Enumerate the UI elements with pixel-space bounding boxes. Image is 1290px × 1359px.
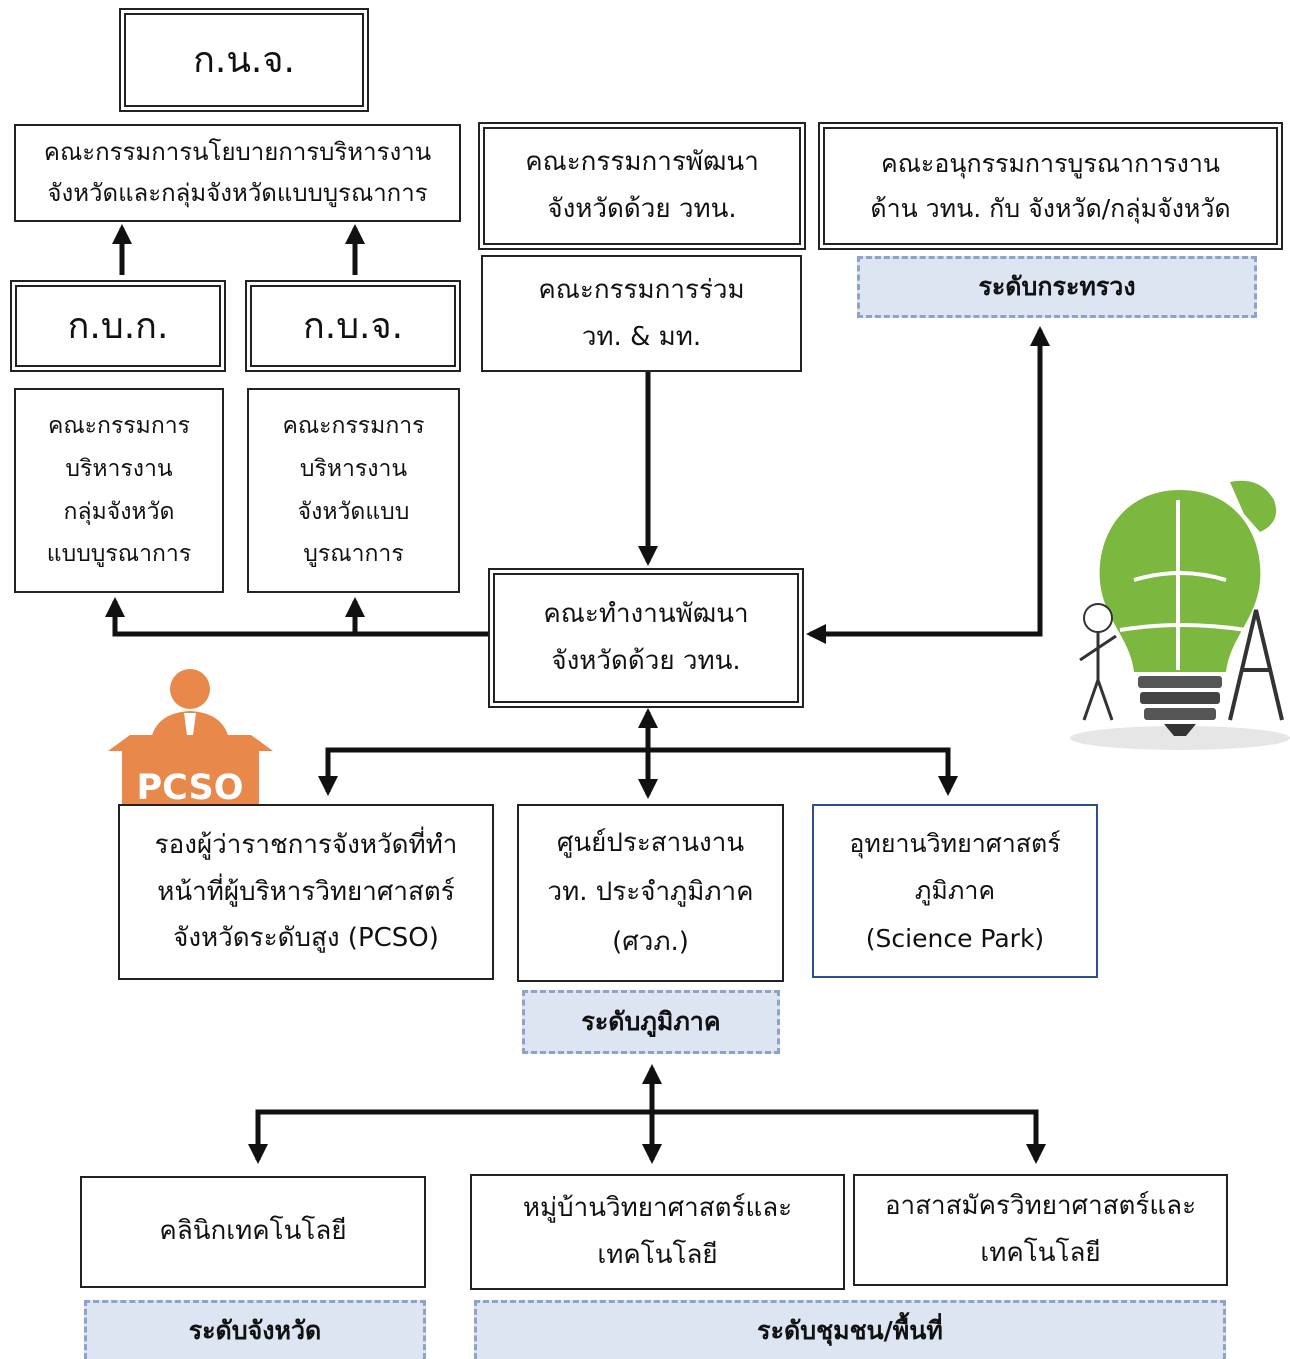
dev-committee-line-2: จังหวัดด้วย วทน.: [547, 194, 737, 224]
lightbulb-puzzle-icon: [1070, 480, 1290, 750]
science-park-line-2: ภูมิภาค: [914, 876, 996, 906]
policy-committee-line-1: คณะกรรมการนโยบายการบริหารงาน: [43, 138, 432, 167]
level-region-label: ระดับภูมิภาค: [581, 1007, 721, 1036]
top-mark: ก.น.จ.: [193, 39, 295, 81]
line-working-to-admin: [105, 597, 488, 637]
arrow-ministry-to-working: [806, 326, 1050, 644]
sci-village-line-1: หมู่บ้านวิทยาศาสตร์และ: [522, 1193, 793, 1224]
pcso-line-3: จังหวัดระดับสูง (PCSO): [173, 923, 439, 954]
pcso-badge-text: PCSO: [137, 768, 244, 808]
line-regional-branch: [318, 747, 958, 796]
kbj-box: ก.บ.จ.: [245, 280, 461, 372]
kbk-label: ก.บ.ก.: [67, 305, 169, 347]
level-region-badge: ระดับภูมิภาค: [522, 990, 780, 1054]
province-admin-line-3: จังหวัดแบบ: [297, 498, 410, 525]
regional-center-line-1: ศูนย์ประสานงาน: [556, 827, 745, 858]
level-community-label: ระดับชุมชน/พื้นที่: [757, 1316, 943, 1345]
line-community-branch: [248, 1109, 1046, 1164]
province-admin-line-4: บูรณาการ: [303, 541, 404, 568]
regional-center-line-2: วท. ประจำภูมิภาค: [547, 877, 754, 908]
working-group-box: คณะทำงานพัฒนา จังหวัดด้วย วทน.: [488, 568, 804, 708]
regional-center-box: ศูนย์ประสานงาน วท. ประจำภูมิภาค (ศวภ.): [517, 804, 784, 982]
joint-committee-line-2: วท. & มท.: [581, 321, 702, 352]
sub-committee-line-1: คณะอนุกรรมการบูรณาการงาน: [881, 149, 1220, 178]
level-community-badge: ระดับชุมชน/พื้นที่: [474, 1300, 1226, 1359]
regional-center-line-3: (ศวภ.): [612, 926, 689, 957]
policy-committee-line-2: จังหวัดและกลุ่มจังหวัดแบบบูรณาการ: [47, 179, 428, 207]
pcso-line-1: รองผู้ว่าราชการจังหวัดที่ทำ: [154, 829, 458, 860]
sub-committee-box: คณะอนุกรรมการบูรณาการงาน ด้าน วทน. กับ จ…: [818, 122, 1283, 250]
policy-committee-box: คณะกรรมการนโยบายการบริหารงาน จังหวัดและก…: [14, 124, 461, 222]
kbk-box: ก.บ.ก.: [10, 280, 226, 372]
group-admin-line-1: คณะกรรมการ: [47, 413, 191, 440]
level-ministry-label: ระดับกระทรวง: [978, 272, 1136, 301]
group-admin-committee-box: คณะกรรมการ บริหารงาน กลุ่มจังหวัด แบบบูร…: [14, 388, 224, 593]
sci-volunteer-line-2: เทคโนโลยี: [980, 1238, 1101, 1268]
sci-volunteer-box: อาสาสมัครวิทยาศาสตร์และ เทคโนโลยี: [853, 1174, 1228, 1286]
sub-committee-line-2: ด้าน วทน. กับ จังหวัด/กลุ่มจังหวัด: [870, 194, 1231, 223]
group-admin-line-3: กลุ่มจังหวัด: [63, 498, 175, 525]
level-ministry-badge: ระดับกระทรวง: [857, 256, 1257, 318]
level-province-label: ระดับจังหวัด: [188, 1316, 322, 1345]
top-mark-box: ก.น.จ.: [119, 8, 369, 112]
province-admin-line-1: คณะกรรมการ: [282, 413, 425, 440]
province-admin-committee-box: คณะกรรมการ บริหารงาน จังหวัดแบบ บูรณาการ: [247, 388, 460, 593]
province-admin-line-2: บริหารงาน: [299, 455, 408, 482]
group-admin-line-4: แบบบูรณาการ: [46, 541, 192, 568]
pcso-box: รองผู้ว่าราชการจังหวัดที่ทำ หน้าที่ผู้บร…: [118, 804, 494, 980]
joint-committee-box: คณะกรรมการร่วม วท. & มท.: [481, 255, 802, 372]
science-park-line-1: อุทยานวิทยาศาสตร์: [849, 828, 1061, 858]
tech-clinic-label: คลินิกเทคโนโลยี: [159, 1216, 347, 1247]
science-park-box: อุทยานวิทยาศาสตร์ ภูมิภาค (Science Park): [812, 804, 1098, 978]
dev-committee-line-1: คณะกรรมการพัฒนา: [525, 147, 759, 178]
sci-volunteer-line-1: อาสาสมัครวิทยาศาสตร์และ: [884, 1191, 1197, 1222]
working-group-line-1: คณะทำงานพัฒนา: [543, 599, 749, 630]
pcso-person-icon: PCSO: [108, 669, 273, 813]
sci-village-box: หมู่บ้านวิทยาศาสตร์และ เทคโนโลยี: [470, 1174, 845, 1290]
level-province-badge: ระดับจังหวัด: [84, 1300, 426, 1359]
pcso-line-2: หน้าที่ผู้บริหารวิทยาศาสตร์: [157, 876, 455, 907]
joint-committee-line-1: คณะกรรมการร่วม: [538, 274, 745, 305]
group-admin-line-2: บริหารงาน: [65, 455, 173, 482]
dev-committee-box: คณะกรรมการพัฒนา จังหวัดด้วย วทน.: [478, 122, 806, 250]
science-park-line-3: (Science Park): [865, 923, 1045, 953]
kbj-label: ก.บ.จ.: [302, 305, 404, 347]
tech-clinic-box: คลินิกเทคโนโลยี: [80, 1176, 426, 1288]
working-group-line-2: จังหวัดด้วย วทน.: [551, 646, 741, 676]
sci-village-line-2: เทคโนโลยี: [597, 1240, 718, 1270]
